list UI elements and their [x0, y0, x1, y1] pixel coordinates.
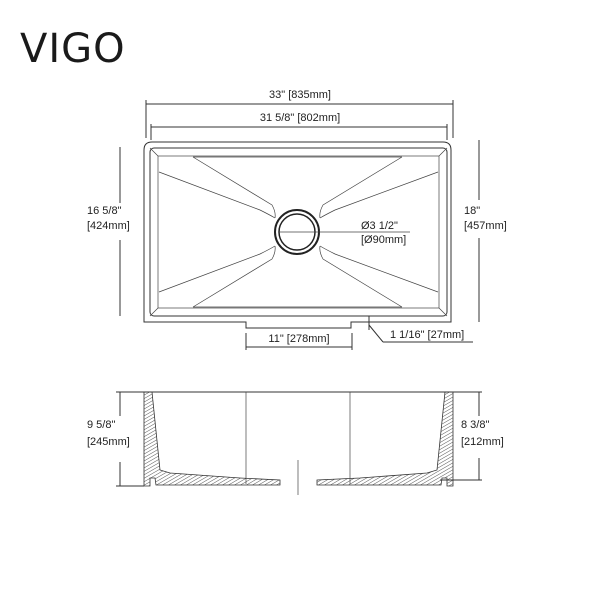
- drain-in-label: Ø3 1/2": [361, 220, 398, 232]
- left-wall-section: [143, 391, 281, 487]
- right-wall-section: [316, 391, 454, 487]
- inner-depth-mm-label: [424mm]: [87, 220, 130, 232]
- dimension-lines: [119, 100, 480, 350]
- side-dimension-lines: [116, 391, 482, 487]
- inner-width-label: 31 5/8" [802mm]: [260, 112, 340, 124]
- sink-rim: [149, 147, 448, 317]
- side-view: 9 5/8" [245mm] 8 3/8" [212mm]: [87, 391, 504, 495]
- basin-floor: [157, 155, 440, 309]
- overall-height-mm-label: [245mm]: [87, 436, 130, 448]
- notch-width-label: 11" [278mm]: [268, 333, 329, 345]
- inner-depth-in-label: 16 5/8": [87, 205, 122, 217]
- basin-depth-in-label: 8 3/8": [461, 419, 489, 431]
- drain-mm-label: [Ø90mm]: [361, 234, 406, 246]
- basin-depth-mm-label: [212mm]: [461, 436, 504, 448]
- vigo-logo: VIGO: [20, 26, 126, 72]
- top-view: 33" [835mm] 31 5/8" [802mm] 16 5/8" [424…: [87, 89, 507, 350]
- overall-depth-in-label: 18": [464, 205, 480, 217]
- overall-depth-mm-label: [457mm]: [464, 220, 507, 232]
- overall-width-label: 33" [835mm]: [269, 89, 331, 101]
- overall-height-in-label: 9 5/8": [87, 419, 115, 431]
- notch-depth-label: 1 1/16" [27mm]: [390, 329, 464, 341]
- drain-channels: [149, 147, 448, 317]
- sink-outline: [143, 141, 452, 329]
